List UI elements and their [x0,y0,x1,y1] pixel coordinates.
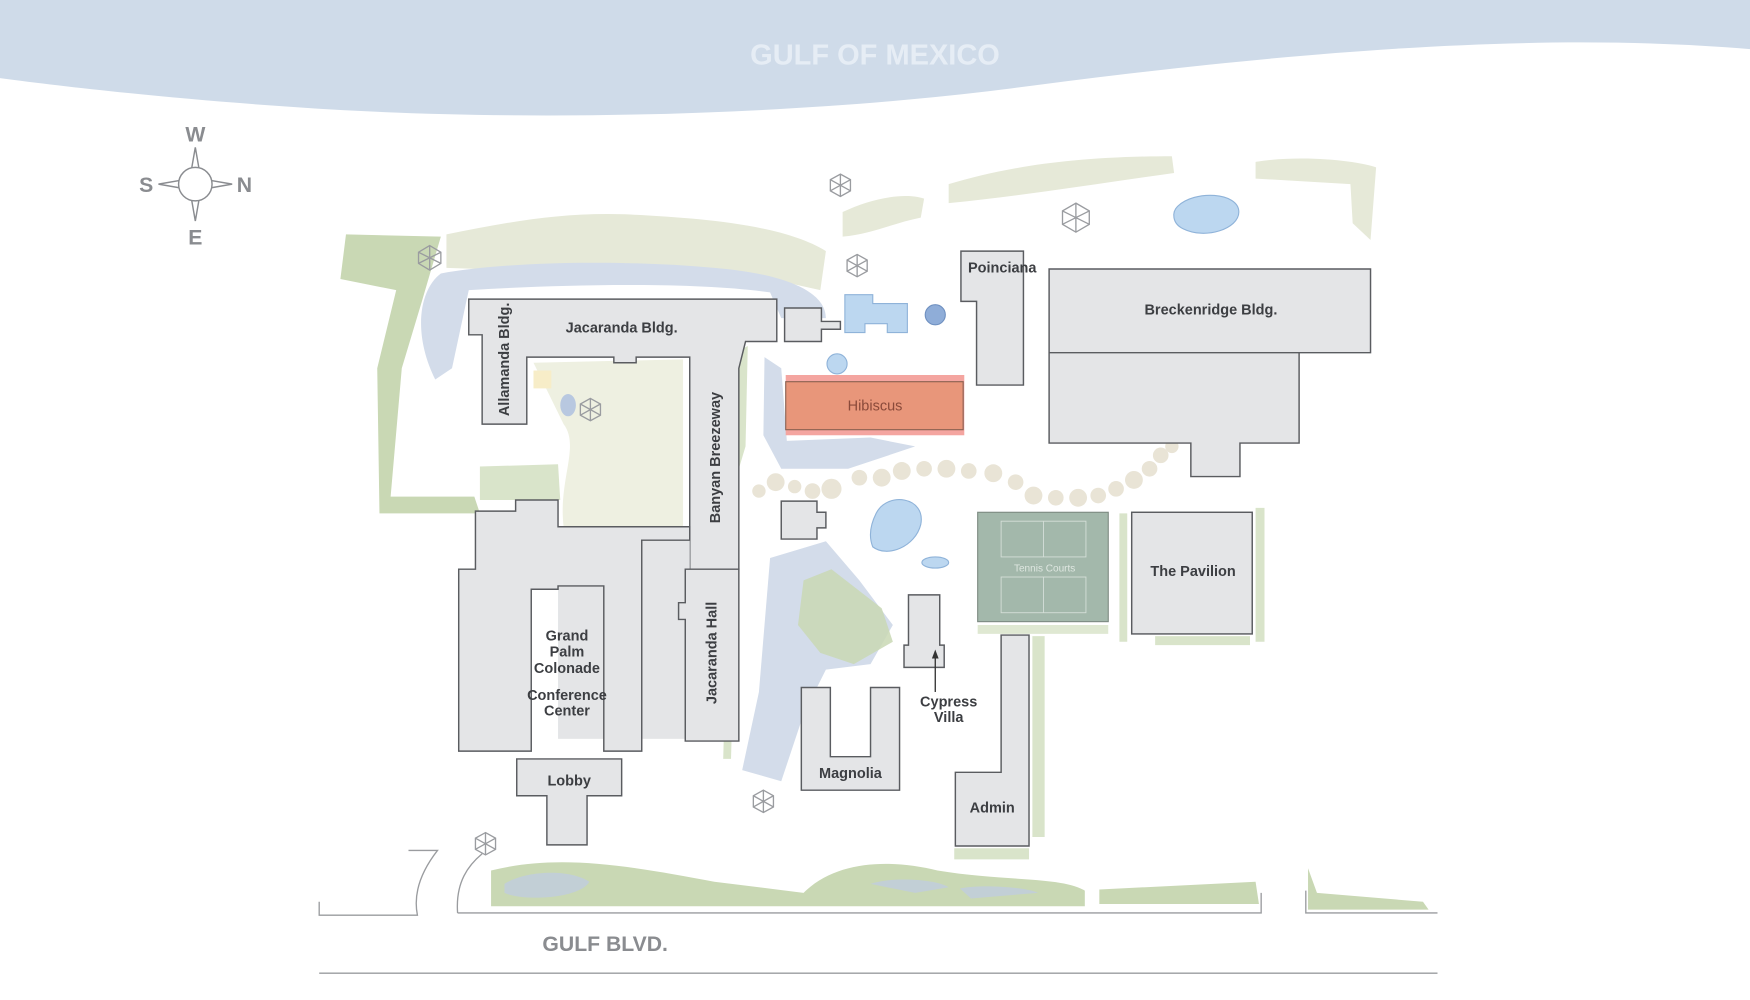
building-magnolia[interactable] [800,686,901,791]
label-conference-2: Center [544,703,590,719]
buildings [457,250,1372,847]
road-label: GULF BLVD. [542,933,668,956]
label-jacaranda-hall: Jacaranda Hall [705,602,721,704]
landscaping [340,156,1429,910]
label-admin: Admin [970,801,1015,817]
compass-north: N [237,174,252,197]
building-hibiscus[interactable] [785,381,964,431]
label-breckenridge: Breckenridge Bldg. [1144,303,1277,319]
road-outline [318,849,1438,974]
label-banyan-breezeway: Banyan Breezeway [708,392,724,523]
label-lobby: Lobby [547,774,591,790]
label-tennis-courts: Tennis Courts [1014,563,1075,574]
building-admin[interactable] [954,634,1030,847]
building-conference-center[interactable] [457,499,691,752]
building-cypress-villa[interactable] [903,594,945,669]
stone-path [752,439,1179,507]
label-jacaranda-bldg: Jacaranda Bldg. [566,321,678,337]
compass-icon [158,147,233,222]
tree-icons [417,173,1090,856]
pool [844,294,908,334]
building-small-mid [780,500,827,540]
label-cypress: Cypress [920,694,977,710]
building-jacaranda[interactable] [468,298,778,570]
compass-east: E [188,226,202,249]
label-pavilion: The Pavilion [1150,564,1235,580]
label-grand-palm-3: Colonade [534,661,600,677]
label-magnolia: Magnolia [819,766,883,782]
building-poinciana[interactable] [960,250,1025,386]
building-labels: Jacaranda Bldg. Allamanda Bldg. Banyan B… [497,260,1277,816]
tennis-courts[interactable] [977,511,1109,623]
gulf-label: GULF OF MEXICO [750,40,1000,72]
label-poinciana: Poinciana [968,260,1037,276]
label-hibiscus: Hibiscus [848,399,903,415]
building-lobby[interactable] [516,758,623,846]
compass-south: S [139,174,153,197]
label-grand-palm: Grand [546,629,589,645]
building-small-north [783,307,842,343]
building-pavilion[interactable] [1130,511,1253,635]
label-allamanda-bldg: Allamanda Bldg. [497,303,513,417]
label-conference: Conference [527,688,607,704]
building-breckenridge[interactable] [1048,268,1372,478]
compass-west: W [185,124,205,147]
label-cypress-2: Villa [934,710,964,726]
building-jacaranda-hall[interactable] [677,568,740,742]
label-grand-palm-2: Palm [550,644,585,660]
gulf-water [0,0,1750,116]
